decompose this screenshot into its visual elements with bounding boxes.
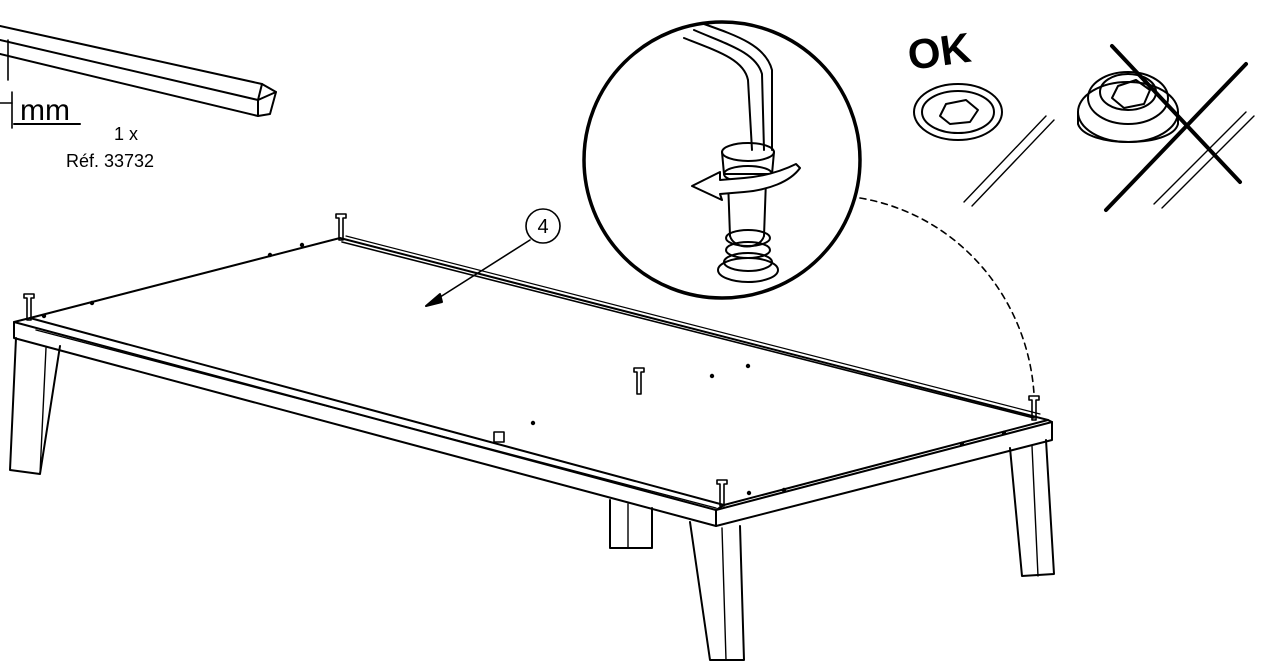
- bed-legs: [9, 337, 1055, 661]
- dimension-marker: [0, 91, 81, 129]
- unit-label: mm: [20, 94, 70, 127]
- step-callout: [425, 208, 561, 307]
- reference-label: Réf. 33732: [66, 151, 154, 171]
- cross-mark-icon: [1104, 44, 1248, 212]
- bed-frame: [13, 235, 1053, 527]
- protruding-screw-head-icon: [1077, 71, 1255, 209]
- detail-circle: [582, 20, 862, 300]
- ok-label: OK: [905, 24, 974, 79]
- panel-holes: [41, 242, 1007, 496]
- hex-key-detail-icon: [683, 23, 773, 151]
- quantity-label: 1 x: [114, 124, 138, 144]
- detail-leader: [859, 197, 1035, 395]
- rotate-arrow-icon: [691, 163, 801, 201]
- corner-screws: [23, 213, 1040, 507]
- flush-screw-head-icon: [913, 83, 1055, 207]
- hex-key-icon: [0, 25, 277, 117]
- step-number: 4: [537, 216, 548, 238]
